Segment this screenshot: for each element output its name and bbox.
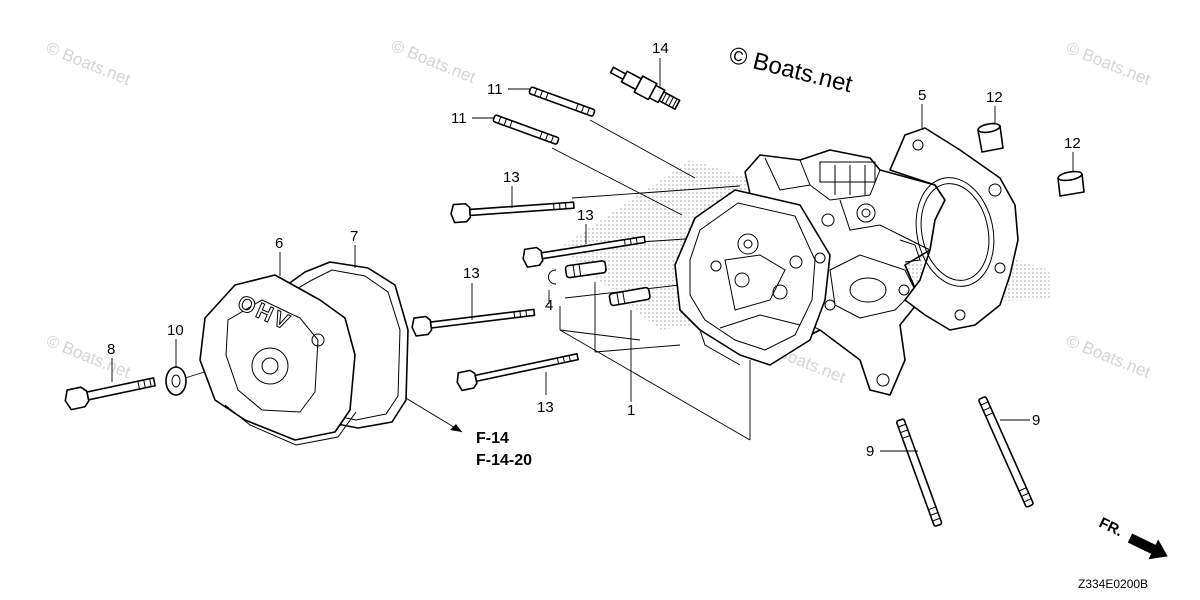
callout-13: 13 xyxy=(577,207,594,224)
callout-1: 1 xyxy=(627,402,635,419)
watermark: © Boats.net xyxy=(389,36,479,87)
dowel-pin xyxy=(1057,170,1085,197)
clip xyxy=(548,269,557,285)
dowel-pin xyxy=(977,122,1004,153)
watermark: © Boats.net xyxy=(44,331,134,382)
callout-4: 4 xyxy=(545,297,553,314)
watermark: © Boats.net xyxy=(44,38,134,89)
callout-12: 12 xyxy=(986,89,1003,106)
washer xyxy=(165,366,187,396)
callout-9: 9 xyxy=(1032,412,1040,429)
callout-11: 11 xyxy=(487,81,503,98)
callout-leaders xyxy=(111,58,1074,452)
stud-bolt xyxy=(528,86,596,117)
brand-logo: © Boats.net xyxy=(727,42,856,99)
callout-5: 5 xyxy=(918,87,926,104)
callout-9: 9 xyxy=(866,443,874,460)
callout-8: 8 xyxy=(107,341,115,358)
flange-bolt xyxy=(411,308,536,337)
callouts: 14 11 11 5 12 12 13 13 13 13 4 1 6 7 8 1… xyxy=(107,40,1081,460)
reference-link[interactable]: F-14-20 xyxy=(476,452,532,469)
callout-13: 13 xyxy=(503,169,520,186)
direction-label: FR. xyxy=(1096,514,1125,540)
callout-10: 10 xyxy=(167,322,184,339)
valve-chamber xyxy=(674,189,831,366)
flange-bolt xyxy=(456,352,579,392)
callout-13: 13 xyxy=(463,265,480,282)
watermark: © Boats.net xyxy=(1064,38,1154,89)
stud-bolt xyxy=(978,396,1034,508)
arrow-icon xyxy=(1127,533,1168,560)
diagram-code: Z334E0200B xyxy=(1078,577,1148,591)
stud-bolt xyxy=(492,114,560,145)
callout-12: 12 xyxy=(1064,135,1081,152)
watermark: © Boats.net xyxy=(1064,331,1154,382)
stud-bolt xyxy=(896,418,943,527)
leader-lines xyxy=(184,119,751,441)
callout-14: 14 xyxy=(652,40,669,57)
callout-11: 11 xyxy=(451,110,467,127)
flange-bolt xyxy=(450,201,575,224)
valve-guide xyxy=(608,286,651,307)
valve-guide xyxy=(564,260,607,279)
spark-plug xyxy=(609,66,681,110)
callout-6: 6 xyxy=(275,235,283,252)
front-direction-indicator: FR. xyxy=(1096,514,1168,560)
reference-link[interactable]: F-14 xyxy=(476,430,509,447)
head-cover: OHV xyxy=(199,274,357,446)
flange-bolt xyxy=(522,235,646,268)
callout-7: 7 xyxy=(350,228,358,245)
cover-bolt xyxy=(64,377,156,411)
head-gasket xyxy=(889,127,1019,331)
callout-13: 13 xyxy=(537,399,554,416)
